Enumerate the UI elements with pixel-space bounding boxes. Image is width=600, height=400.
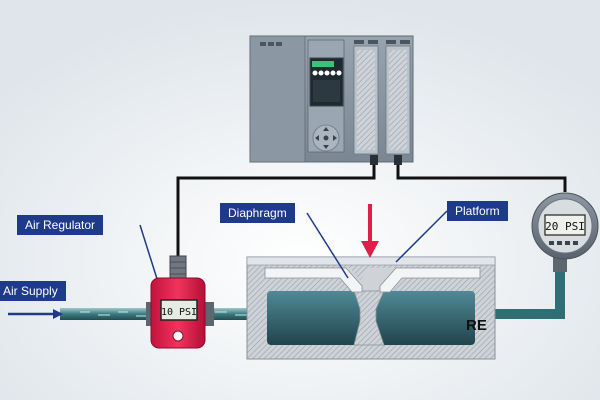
- gauge-lcd: [544, 214, 586, 236]
- force-arrow-icon: [361, 204, 379, 258]
- supply-pipe: [60, 308, 160, 320]
- regulator-lcd: [160, 299, 198, 321]
- air-regulator: [146, 255, 214, 349]
- plc-to-gauge-cable: [396, 165, 567, 192]
- watermark-text: RE: [466, 317, 487, 334]
- platform-label: Platform: [447, 201, 508, 221]
- platform: [379, 267, 481, 293]
- diaphragm-housing: [246, 256, 496, 360]
- air-regulator-label: Air Regulator: [17, 215, 104, 235]
- diaphragm-leader-line: [306, 212, 349, 279]
- chamber-to-gauge-pipe: [490, 270, 565, 319]
- regulator-reading: 10 PSI: [161, 307, 197, 318]
- diaphragm: [264, 267, 363, 293]
- flow-dashes: [80, 311, 247, 317]
- gauge-reading: 20 PSI: [545, 220, 585, 233]
- dpad-icon: [312, 124, 340, 152]
- regulator-knob: [172, 330, 184, 342]
- plc-to-regulator-cable: [176, 165, 376, 257]
- diaphragm-label: Diaphragm: [220, 203, 295, 223]
- plc-controller: [249, 35, 414, 165]
- platform-leader-line: [395, 210, 448, 263]
- pressure-gauge: [531, 192, 599, 272]
- supply-arrow-icon: [8, 309, 63, 319]
- air-supply-label: Air Supply: [0, 281, 66, 301]
- regulator-leader-line: [139, 224, 159, 283]
